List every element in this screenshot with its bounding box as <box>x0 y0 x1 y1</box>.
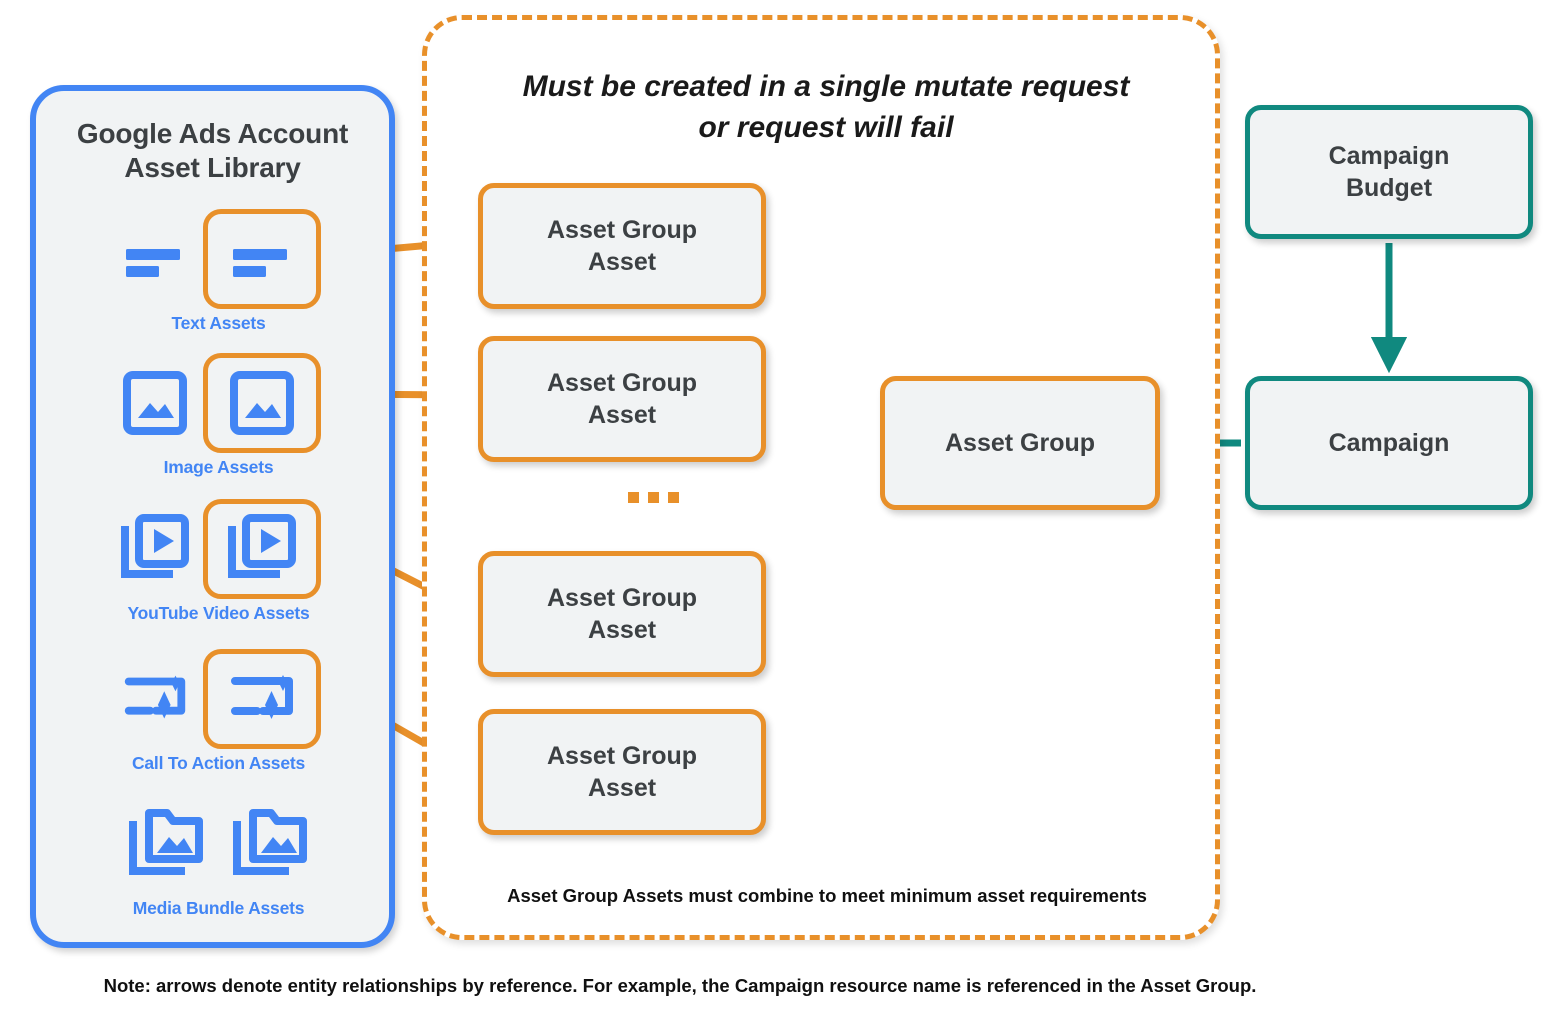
image-asset-icon <box>117 365 193 441</box>
campaign-budget-line2: Budget <box>1345 174 1433 202</box>
video-asset-icon <box>117 511 193 587</box>
asset-group-label: Asset Group <box>944 428 1096 457</box>
asset-group-asset-line2: Asset <box>587 774 657 802</box>
library-title: Google Ads Account Asset Library <box>36 117 389 185</box>
ellipsis-dot <box>628 492 639 503</box>
library-item-label: Media Bundle Assets <box>132 898 305 918</box>
library-item-label: Image Assets <box>163 457 274 477</box>
asset-group-asset-line2: Asset <box>587 616 657 644</box>
asset-group-asset-line1: Asset Group <box>546 215 698 244</box>
image-asset-highlight[interactable] <box>202 353 321 453</box>
library-item-label: Call To Action Assets <box>131 753 306 773</box>
library-item-cta-assets[interactable]: Call To Action Assets <box>36 649 401 774</box>
library-item-label: YouTube Video Assets <box>127 603 310 623</box>
asset-group-asset-line2: Asset <box>587 401 657 429</box>
mutate-title-line2: or request will fail <box>698 110 954 144</box>
library-title-line2: Asset Library <box>124 152 301 184</box>
library-item-video-assets[interactable]: YouTube Video Assets <box>36 499 401 624</box>
campaign-label: Campaign <box>1328 428 1450 457</box>
video-asset-highlight[interactable] <box>202 499 321 599</box>
asset-library-panel: Google Ads Account Asset Library <box>30 85 395 948</box>
asset-group-asset-line1: Asset Group <box>546 741 698 770</box>
asset-group-asset-box-2[interactable]: Asset Group Asset <box>478 336 766 462</box>
mutate-title-line1: Must be created in a single mutate reque… <box>522 70 1130 103</box>
library-item-text-assets[interactable]: Text Assets <box>36 209 401 334</box>
ellipsis-indicator <box>628 492 679 503</box>
asset-group-asset-line2: Asset <box>587 248 657 276</box>
asset-group-asset-box-3[interactable]: Asset Group Asset <box>478 551 766 677</box>
video-asset-icon-highlighted <box>227 514 296 578</box>
campaign-budget-line1: Campaign <box>1328 141 1450 170</box>
campaign-node[interactable]: Campaign <box>1245 376 1533 510</box>
ellipsis-dot <box>648 492 659 503</box>
library-item-label: Text Assets <box>171 313 266 333</box>
library-item-media-bundle-assets[interactable]: Media Bundle Assets <box>36 796 401 919</box>
text-asset-icon-highlighted <box>232 249 287 277</box>
asset-group-asset-line1: Asset Group <box>546 368 698 397</box>
asset-group-node[interactable]: Asset Group <box>880 376 1160 510</box>
media-bundle-asset-icon <box>126 806 208 882</box>
text-asset-highlight[interactable] <box>202 209 321 309</box>
asset-group-asset-box-1[interactable]: Asset Group Asset <box>478 183 766 309</box>
mutate-title: Must be created in a single mutate reque… <box>467 67 1185 148</box>
mutate-footnote: Asset Group Assets must combine to meet … <box>507 885 1147 906</box>
call-to-action-asset-icon-highlighted <box>230 675 293 719</box>
asset-group-asset-box-4[interactable]: Asset Group Asset <box>478 709 766 835</box>
ellipsis-dot <box>668 492 679 503</box>
asset-group-asset-line1: Asset Group <box>546 583 698 612</box>
diagram-note: Note: arrows denote entity relationships… <box>103 975 1257 996</box>
call-to-action-asset-icon <box>117 661 193 737</box>
library-item-image-assets[interactable]: Image Assets <box>36 353 401 478</box>
campaign-budget-node[interactable]: Campaign Budget <box>1245 105 1533 239</box>
call-to-action-asset-highlight[interactable] <box>202 649 321 749</box>
library-title-line1: Google Ads Account <box>76 118 349 149</box>
media-bundle-asset-icon-second <box>230 806 312 882</box>
image-asset-icon-highlighted <box>229 371 294 435</box>
text-asset-icon <box>117 221 193 297</box>
